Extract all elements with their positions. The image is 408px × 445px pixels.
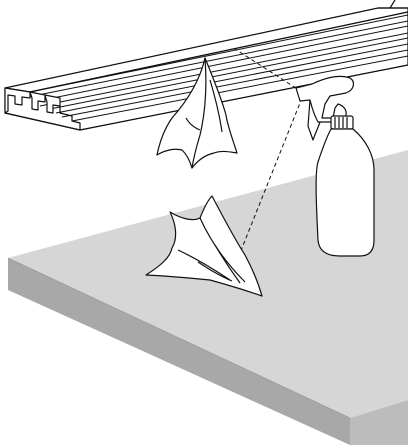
tabletop [7,150,408,445]
spray-bottle [295,75,375,257]
tabletop-surface [8,150,408,418]
spray-bottle-collar [330,115,354,130]
hanging-cloth [156,57,238,169]
tabletop-right-edge [350,400,408,445]
spray-bottle-body [315,128,375,257]
spray-bottle-head [295,75,355,123]
spray-path-lines [231,46,303,259]
spray-line-to-cloth [237,97,303,259]
cloth-on-table [145,195,263,297]
rail-end-profile [4,87,31,114]
tabletop-front-edge [8,258,350,445]
